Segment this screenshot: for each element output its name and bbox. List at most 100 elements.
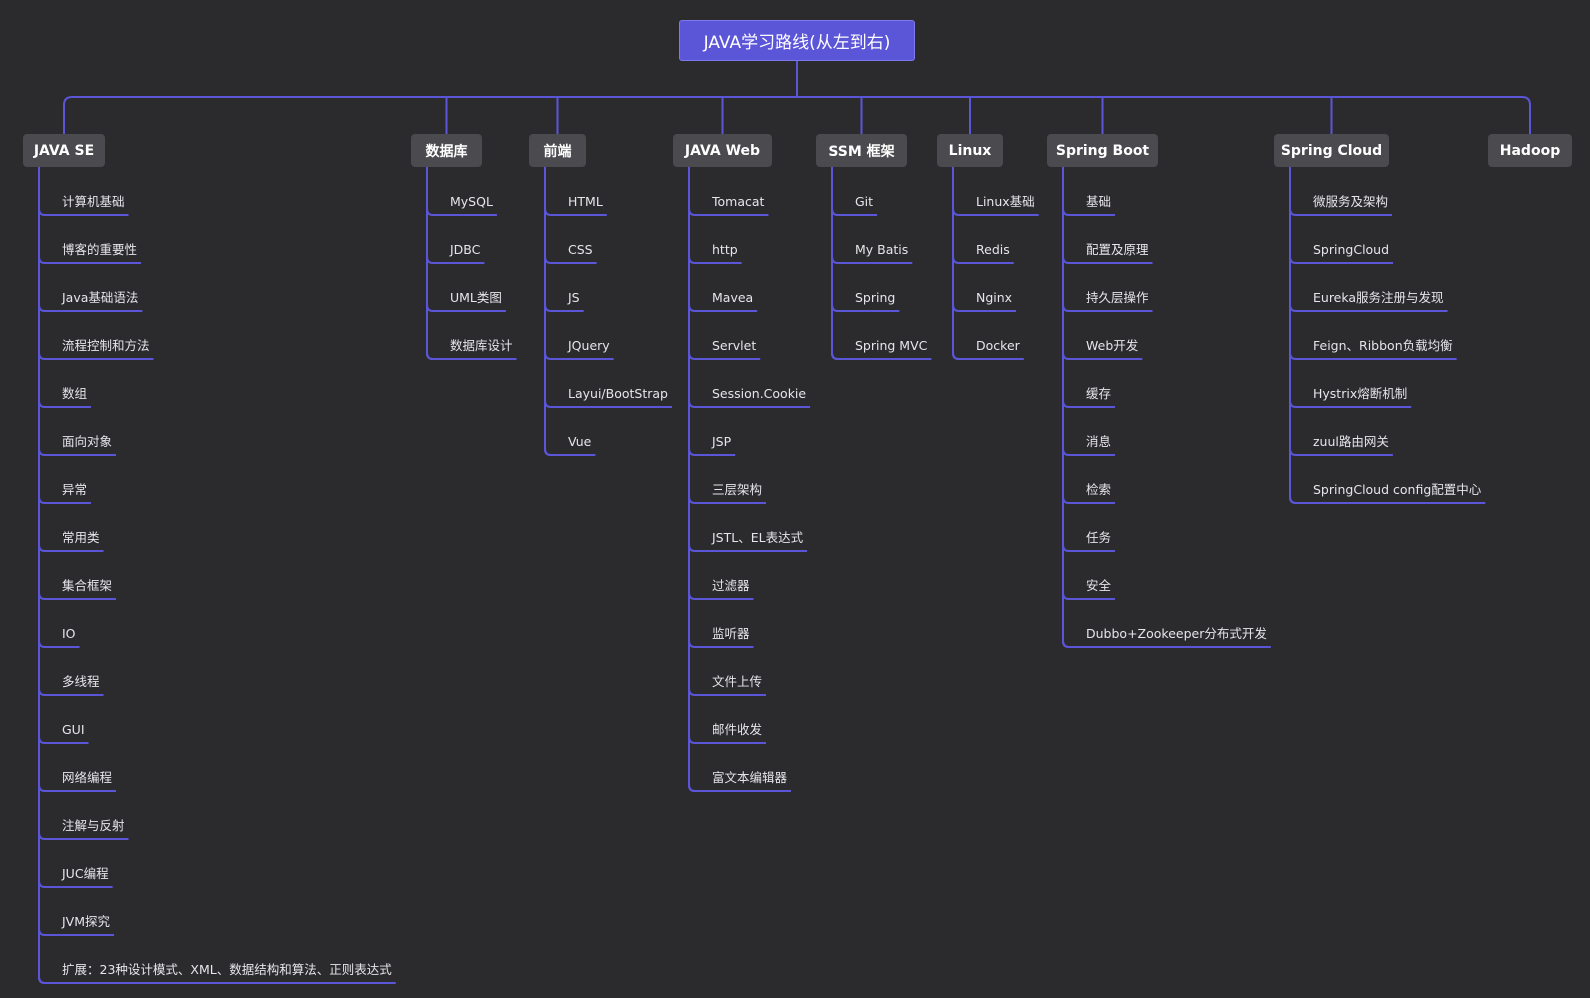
topic-item[interactable]: Web开发 [1086, 338, 1139, 353]
item-underline [688, 688, 767, 696]
item-underline [688, 400, 811, 408]
topic-item[interactable]: Redis [976, 242, 1010, 257]
topic-item[interactable]: 常用类 [62, 530, 100, 545]
topic-item[interactable]: 三层架构 [712, 482, 763, 497]
item-underline [831, 304, 900, 312]
topic-item[interactable]: 过滤器 [712, 578, 750, 593]
category-node[interactable]: JAVA SE [23, 134, 105, 167]
topic-item[interactable]: JSTL、EL表达式 [712, 530, 804, 545]
topic-item[interactable]: 消息 [1086, 434, 1112, 449]
topic-item[interactable]: Hystrix熔断机制 [1313, 386, 1408, 401]
topic-item[interactable]: UML类图 [450, 290, 502, 305]
topic-item[interactable]: MySQL [450, 194, 493, 209]
topic-item[interactable]: 邮件收发 [712, 722, 763, 737]
category-node[interactable]: 前端 [529, 134, 586, 167]
topic-item[interactable]: 基础 [1086, 194, 1112, 209]
category-node[interactable]: Spring Boot [1047, 134, 1158, 167]
topic-item[interactable]: 富文本编辑器 [712, 770, 788, 785]
topic-item[interactable]: Feign、Ribbon负载均衡 [1313, 338, 1453, 353]
topic-item[interactable]: 异常 [62, 482, 88, 497]
topic-item[interactable]: 文件上传 [712, 674, 763, 689]
topic-item[interactable]: 数据库设计 [450, 338, 513, 353]
topic-item[interactable]: Layui/BootStrap [568, 386, 668, 401]
topic-item[interactable]: 安全 [1086, 578, 1112, 593]
topic-item[interactable]: 注解与反射 [62, 818, 125, 833]
topic-item[interactable]: 流程控制和方法 [62, 338, 150, 353]
topic-item[interactable]: IO [62, 626, 76, 641]
root-node[interactable]: JAVA学习路线(从左到右) [679, 20, 915, 61]
item-underline [952, 352, 1024, 360]
topic-item[interactable]: HTML [568, 194, 603, 209]
category-node[interactable]: SSM 框架 [816, 134, 907, 167]
item-underline [544, 352, 614, 360]
item-underline [688, 208, 769, 216]
item-underline [1062, 256, 1153, 264]
topic-item[interactable]: Spring [855, 290, 896, 305]
topic-item[interactable]: Mavea [712, 290, 754, 305]
topic-item[interactable]: 持久层操作 [1086, 290, 1149, 305]
topic-item[interactable]: 面向对象 [62, 434, 113, 449]
item-underline [1062, 640, 1271, 648]
topic-item[interactable]: 任务 [1086, 530, 1112, 545]
topic-item[interactable]: Nginx [976, 290, 1013, 305]
item-underline [688, 784, 792, 792]
topic-item[interactable]: CSS [568, 242, 593, 257]
topic-item[interactable]: Linux基础 [976, 194, 1035, 209]
category-node[interactable]: Linux [937, 134, 1003, 167]
item-underline [38, 304, 143, 312]
topic-item[interactable]: Dubbo+Zookeeper分布式开发 [1086, 626, 1267, 641]
category-node[interactable]: Hadoop [1488, 134, 1572, 167]
topic-item[interactable]: 网络编程 [62, 770, 113, 785]
item-underline [38, 880, 113, 888]
topic-item[interactable]: JQuery [568, 338, 610, 353]
topic-item[interactable]: 微服务及架构 [1313, 194, 1389, 209]
category-node[interactable]: 数据库 [411, 134, 482, 167]
topic-item[interactable]: SpringCloud config配置中心 [1313, 482, 1482, 497]
item-underline [38, 496, 92, 504]
topic-item[interactable]: 检索 [1086, 482, 1112, 497]
item-underline [952, 208, 1039, 216]
item-underline [38, 832, 129, 840]
topic-item[interactable]: SpringCloud [1313, 242, 1390, 257]
topic-item[interactable]: Session.Cookie [712, 386, 807, 401]
topic-item[interactable]: 博客的重要性 [62, 242, 138, 257]
item-underline [831, 352, 932, 360]
topic-item[interactable]: My Batis [855, 242, 909, 257]
topic-item[interactable]: Tomacat [712, 194, 765, 209]
topic-item[interactable]: 数组 [62, 386, 88, 401]
item-underline [952, 256, 1014, 264]
topic-item[interactable]: Vue [568, 434, 592, 449]
topic-item[interactable]: 扩展：23种设计模式、XML、数据结构和算法、正则表达式 [62, 962, 392, 977]
topic-item[interactable]: Servlet [712, 338, 757, 353]
topic-item[interactable]: JVM探究 [62, 914, 111, 929]
topic-item[interactable]: 多线程 [62, 674, 100, 689]
topic-item[interactable]: JDBC [450, 242, 481, 257]
topic-item[interactable]: Spring MVC [855, 338, 928, 353]
topic-item[interactable]: JS [568, 290, 580, 305]
topic-item[interactable]: Git [855, 194, 874, 209]
topic-item[interactable]: GUI [62, 722, 85, 737]
topic-item[interactable]: zuul路由网关 [1313, 434, 1389, 449]
item-underline [688, 352, 761, 360]
category-node[interactable]: JAVA Web [673, 134, 772, 167]
topic-item[interactable]: Docker [976, 338, 1020, 353]
item-underline [1062, 496, 1116, 504]
item-underline [1289, 304, 1448, 312]
topic-item[interactable]: Java基础语法 [62, 290, 139, 305]
item-underline [1289, 208, 1393, 216]
topic-item[interactable]: 缓存 [1086, 386, 1112, 401]
topic-item[interactable]: 配置及原理 [1086, 242, 1149, 257]
item-underline [38, 208, 129, 216]
topic-item[interactable]: JUC编程 [62, 866, 109, 881]
topic-item[interactable]: 监听器 [712, 626, 750, 641]
topic-item[interactable]: 计算机基础 [62, 194, 125, 209]
category-node[interactable]: Spring Cloud [1274, 134, 1389, 167]
topic-item[interactable]: Eureka服务注册与发现 [1313, 290, 1444, 305]
item-underline [38, 736, 89, 744]
item-underline [1062, 400, 1116, 408]
topic-item[interactable]: JSP [712, 434, 732, 449]
topic-item[interactable]: http [712, 242, 738, 257]
item-underline [38, 688, 104, 696]
topic-item[interactable]: 集合框架 [62, 578, 113, 593]
